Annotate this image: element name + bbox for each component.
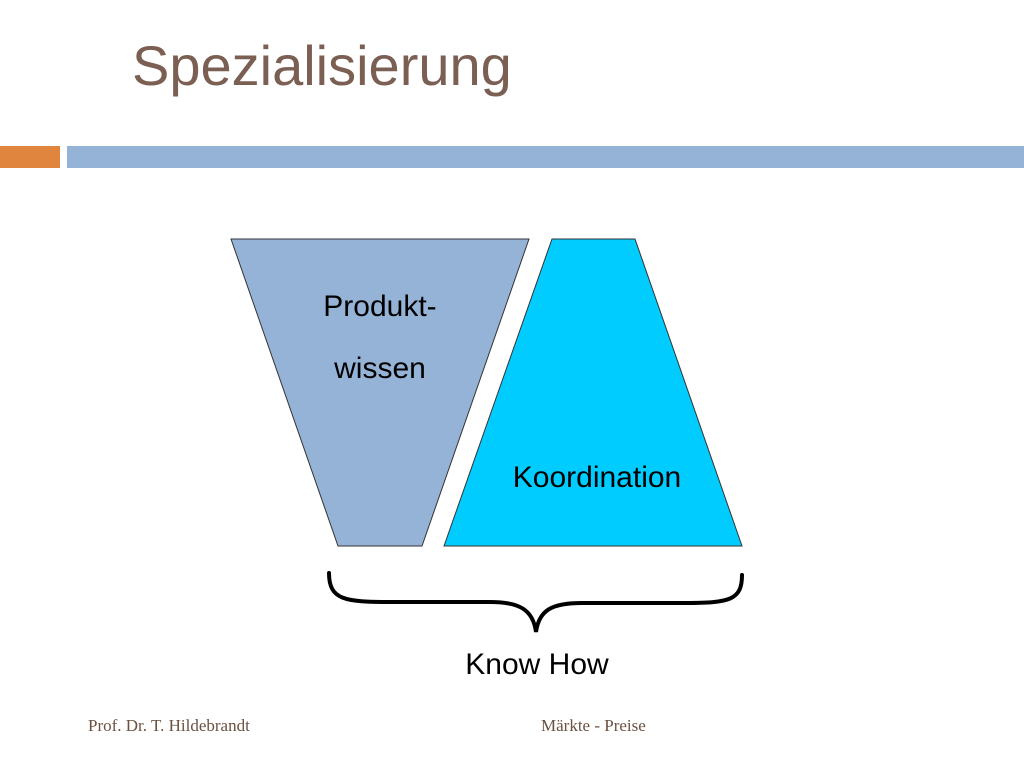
footer-topic: Märkte - Preise <box>541 716 646 735</box>
title-accent-bar <box>0 146 60 168</box>
footer-author: Prof. Dr. T. Hildebrandt <box>88 716 250 735</box>
slide-title: Spezialisierung <box>132 34 512 97</box>
koordination-trapezoid <box>443 238 743 547</box>
koordination-label: Koordination <box>512 461 682 494</box>
produktwissen-label-line2: wissen <box>334 352 426 385</box>
curly-brace <box>327 571 744 633</box>
produktwissen-label-line1: Produkt- <box>323 290 437 323</box>
know-how-label: Know How <box>465 648 609 681</box>
produktwissen-trapezoid <box>230 238 530 547</box>
title-underline-bar <box>67 146 1024 168</box>
